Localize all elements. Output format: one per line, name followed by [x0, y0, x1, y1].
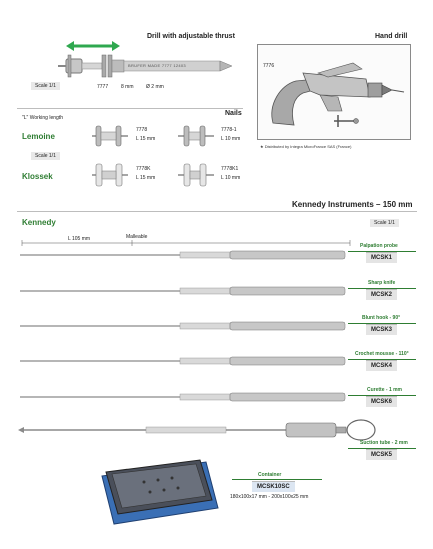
- nail-lemoine-10: [178, 125, 214, 147]
- lemoine-length-2: L 10 mm: [221, 136, 241, 142]
- klossek-length-2: L 10 mm: [221, 175, 241, 181]
- instrument-rule-4: [348, 359, 416, 360]
- drill-engraving: BRUFER MADE 7777 12403: [128, 63, 186, 68]
- lemoine-ref-2: 7778-1: [221, 127, 237, 133]
- nails-title: Nails: [225, 110, 242, 117]
- nail-klossek-10: [178, 163, 214, 187]
- container-rule: [232, 479, 322, 480]
- instrument-suction-tube: [18, 419, 376, 441]
- instrument-code-4: MCSK4: [366, 360, 398, 371]
- instrument-name-3: Blunt hook - 90°: [362, 315, 401, 321]
- drill-ref: 7777: [97, 84, 109, 90]
- hand-drill-title: Hand drill: [375, 33, 408, 40]
- instrument-name-1: Palpation probe: [360, 243, 398, 249]
- nails-scale: Scale 1/1: [31, 152, 60, 160]
- lemoine-label: Lemoine: [22, 132, 55, 141]
- lemoine-length-1: L 15 mm: [136, 136, 156, 142]
- klossek-ref-2: 7778K1: [221, 166, 239, 172]
- instrument-curette: [20, 392, 346, 402]
- klossek-label: Klossek: [22, 172, 53, 181]
- instrument-rule-5: [348, 395, 416, 396]
- nail-klossek-15: [92, 163, 128, 187]
- drill-length: 8 mm: [121, 84, 134, 90]
- hand-drill-image: [271, 62, 405, 127]
- lemoine-ref-1: 7778: [136, 127, 148, 133]
- klossek-length-1: L 15 mm: [136, 175, 156, 181]
- kennedy-scale: Scale 1/1: [370, 219, 399, 227]
- star-icon: ★: [260, 144, 264, 149]
- kennedy-section-title: Kennedy Instruments – 150 mm: [292, 200, 413, 209]
- working-length-label: "L" Working length: [22, 115, 63, 121]
- drill-scale: Scale 1/1: [31, 82, 60, 90]
- instrument-crochet-mousse: [20, 356, 346, 366]
- drill-image: [58, 41, 233, 78]
- container-image: [101, 459, 219, 525]
- instrument-name-5: Curette - 1 mm: [367, 387, 403, 393]
- hand-drill-frame: 7776: [257, 44, 411, 140]
- instrument-code-5: MCSK6: [366, 396, 398, 407]
- nail-lemoine-15: [92, 125, 128, 147]
- instrument-rule-6: [348, 448, 416, 449]
- instrument-name-2: Sharp knife: [368, 280, 396, 286]
- hand-drill-ref: 7776: [263, 63, 275, 69]
- kennedy-malleable: Malleable: [126, 234, 148, 240]
- hand-drill-note: ★ Distributed by Integra MicroFrance SAS…: [260, 144, 351, 149]
- kennedy-top-rule: [17, 211, 417, 212]
- container-label: Container: [258, 472, 282, 478]
- instrument-rule-3: [348, 323, 416, 324]
- kennedy-dimension: L 105 mm: [68, 236, 91, 242]
- instrument-rule-1: [348, 251, 416, 252]
- hand-drill-note-text: Distributed by Integra MicroFrance SAS (…: [264, 144, 352, 149]
- klossek-ref-1: 7778K: [136, 166, 151, 172]
- instrument-code-6: MCSK5: [366, 449, 398, 460]
- kennedy-label: Kennedy: [22, 218, 56, 227]
- drill-diameter: Ø 2 mm: [146, 84, 164, 90]
- instrument-code-3: MCSK3: [366, 324, 398, 335]
- instrument-code-1: MCSK1: [366, 252, 398, 263]
- instrument-name-4: Crochet mousse - 110°: [355, 351, 409, 357]
- instrument-blunt-hook: [20, 321, 346, 331]
- container-dims: 180x100x17 mm - 200x100x25 mm: [230, 494, 309, 500]
- instrument-rule-2: [348, 288, 416, 289]
- container-code: MCSK10SC: [252, 481, 295, 492]
- nails-top-rule: [17, 108, 243, 109]
- instrument-code-2: MCSK2: [366, 289, 398, 300]
- drill-title: Drill with adjustable thrust: [147, 33, 235, 40]
- dimension-line: [21, 240, 351, 246]
- instrument-sharp-knife: [20, 286, 346, 296]
- instrument-palpation-probe: [20, 250, 346, 260]
- instrument-name-6: Suction tube - 2 mm: [360, 440, 408, 446]
